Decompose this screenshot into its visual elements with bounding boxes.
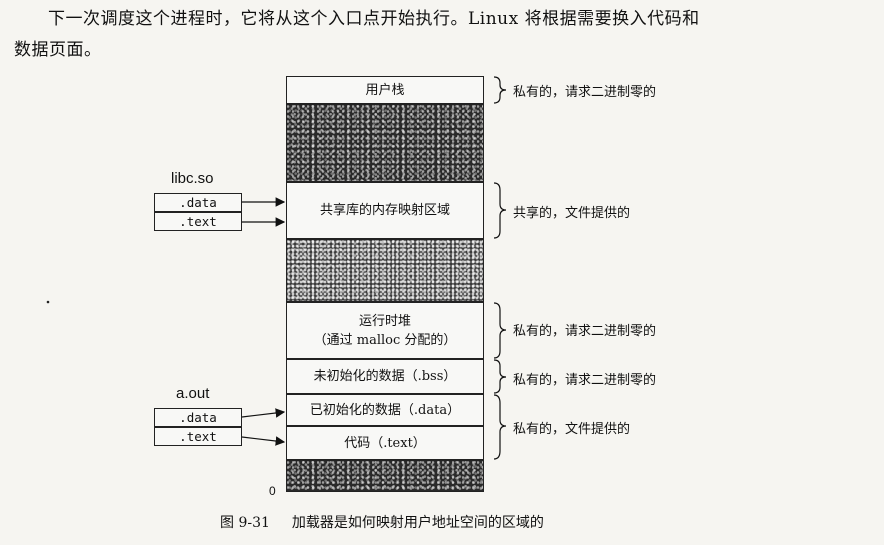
intro-paragraph: 下一次调度这个进程时，它将从这个入口点开始执行。Linux 将根据需要换入代码和…: [14, 4, 874, 66]
paragraph-line-2: 数据页面。: [14, 40, 102, 60]
heap-label-line1: 运行时堆: [358, 313, 411, 329]
brace-shared: [493, 182, 507, 239]
libc-text-section: .text: [154, 212, 242, 231]
note-data-text: 私有的，文件提供的: [513, 422, 631, 437]
aout-text-arrow: [241, 436, 286, 446]
brace-bss: [493, 359, 507, 394]
user-stack-label: 用户栈: [365, 82, 405, 98]
libc-title: libc.so: [171, 170, 214, 187]
shared-library-segment: 共享库的内存映射区域: [286, 182, 484, 239]
unmapped-region-middle: [286, 239, 484, 302]
bss-label: 未初始化的数据（.bss）: [313, 369, 457, 384]
shared-library-label: 共享库的内存映射区域: [319, 203, 450, 218]
figure-number: 图 9-31: [220, 515, 270, 531]
text-label: 代码（.text）: [344, 435, 426, 451]
address-zero-label: 0: [269, 484, 276, 498]
libc-data-section: .data: [154, 193, 242, 212]
aout-data-section: .data: [154, 408, 242, 427]
data-label: 已初始化的数据（.data）: [309, 402, 461, 418]
aout-text-section: .text: [154, 427, 242, 446]
figure-caption: 图 9-31 加载器是如何映射用户地址空间的区域的: [220, 512, 566, 532]
unmapped-region-top: [286, 104, 484, 182]
note-shared: 共享的，文件提供的: [513, 206, 631, 221]
brace-data-text: [493, 394, 507, 460]
note-heap: 私有的，请求二进制零的: [513, 324, 657, 339]
data-segment: 已初始化的数据（.data）: [286, 394, 484, 426]
aout-data-arrow: [241, 408, 286, 418]
note-bss: 私有的，请求二进制零的: [513, 373, 657, 388]
text-segment: 代码（.text）: [286, 426, 484, 460]
user-stack-segment: 用户栈: [286, 76, 484, 104]
heap-label-line2: （通过 malloc 分配的）: [313, 332, 457, 348]
aout-title: a.out: [176, 385, 210, 402]
stray-dot: [46, 300, 50, 304]
unmapped-region-bottom: [286, 460, 484, 492]
bss-segment: 未初始化的数据（.bss）: [286, 359, 484, 394]
note-stack: 私有的，请求二进制零的: [513, 85, 657, 100]
paragraph-line-1: 下一次调度这个进程时，它将从这个入口点开始执行。Linux 将根据需要换入代码和: [48, 9, 700, 29]
figure-caption-text: 加载器是如何映射用户地址空间的区域的: [291, 515, 544, 531]
brace-heap: [493, 302, 507, 359]
brace-stack: [493, 76, 507, 104]
heap-segment: 运行时堆 （通过 malloc 分配的）: [286, 302, 484, 359]
